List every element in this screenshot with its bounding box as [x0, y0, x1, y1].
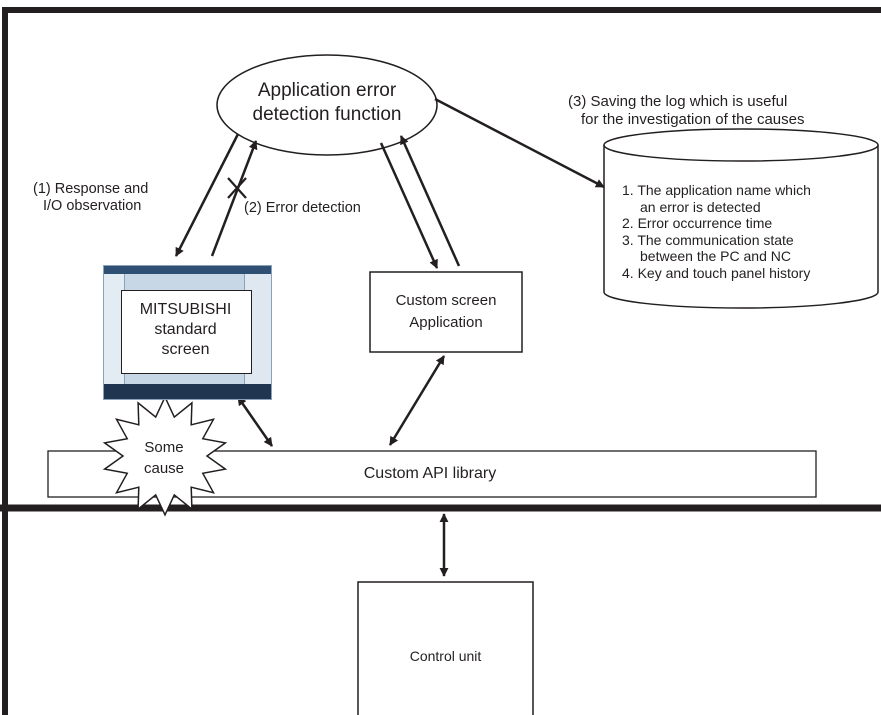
- arrow-error-detection: [210, 140, 258, 257]
- arrow-from-app: [399, 135, 461, 267]
- error-detection-oval-label: Application error detection function: [217, 79, 437, 127]
- error-detection-oval: [216, 54, 438, 156]
- some-cause-line2: cause: [143, 460, 185, 477]
- arrow-screen-api: [236, 396, 274, 447]
- mitsubishi-screen-label: MITSUBISHI standard screen: [121, 300, 250, 360]
- log-items-list: 1. The application name which an error i…: [622, 182, 811, 281]
- arrow-observation: [174, 133, 240, 257]
- log-item: 3. The communication state: [622, 231, 794, 248]
- mitsubishi-line3: screen: [161, 341, 210, 358]
- blocked-mark: [227, 177, 247, 199]
- saving-log-line1: (3) Saving the log which is useful: [568, 93, 788, 110]
- screen-top-bar: [104, 266, 271, 274]
- response-observation-label: (1) Response and I/O observation: [33, 181, 148, 215]
- custom-app-line1: Custom screen: [395, 292, 497, 309]
- oval-line1: Application error: [257, 80, 397, 101]
- custom-app-line2: Application: [409, 314, 483, 331]
- error-detection-label: (2) Error detection: [244, 200, 361, 216]
- log-item: 1. The application name which: [622, 182, 811, 198]
- log-item: 4. Key and touch panel history: [622, 264, 811, 281]
- screen-label-box: [121, 290, 252, 374]
- some-cause-line1: Some: [144, 439, 184, 456]
- mitsubishi-screen-thumbnail: [103, 265, 272, 400]
- oval-line2: detection function: [252, 104, 402, 125]
- mitsubishi-line2: standard: [154, 321, 217, 338]
- some-cause-starburst: [102, 395, 228, 517]
- control-unit-box: [357, 581, 534, 715]
- mitsubishi-line1: MITSUBISHI: [139, 301, 232, 318]
- arrow-to-log: [434, 97, 605, 189]
- log-item-cont: between the PC and NC: [640, 248, 791, 264]
- arrow-app-api: [388, 355, 446, 446]
- screen-bottom-bar: [104, 384, 271, 399]
- system-frame: [2, 7, 881, 715]
- custom-app-label: Custom screen Application: [370, 290, 522, 334]
- some-cause-label: Some cause: [124, 437, 204, 479]
- saving-log-line2: for the investigation of the causes: [581, 111, 805, 128]
- response-line2: I/O observation: [43, 198, 142, 214]
- arrow-to-app: [379, 142, 439, 269]
- log-item-cont: an error is detected: [640, 198, 761, 215]
- response-line1: (1) Response and: [33, 181, 149, 197]
- log-item: 2. Error occurrence time: [622, 215, 773, 231]
- log-database: [603, 128, 879, 309]
- saving-log-label: (3) Saving the log which is useful for t…: [568, 93, 804, 129]
- custom-app-box: [369, 271, 523, 353]
- api-library-label: Custom API library: [363, 465, 497, 482]
- control-unit-label: Control unit: [409, 648, 482, 664]
